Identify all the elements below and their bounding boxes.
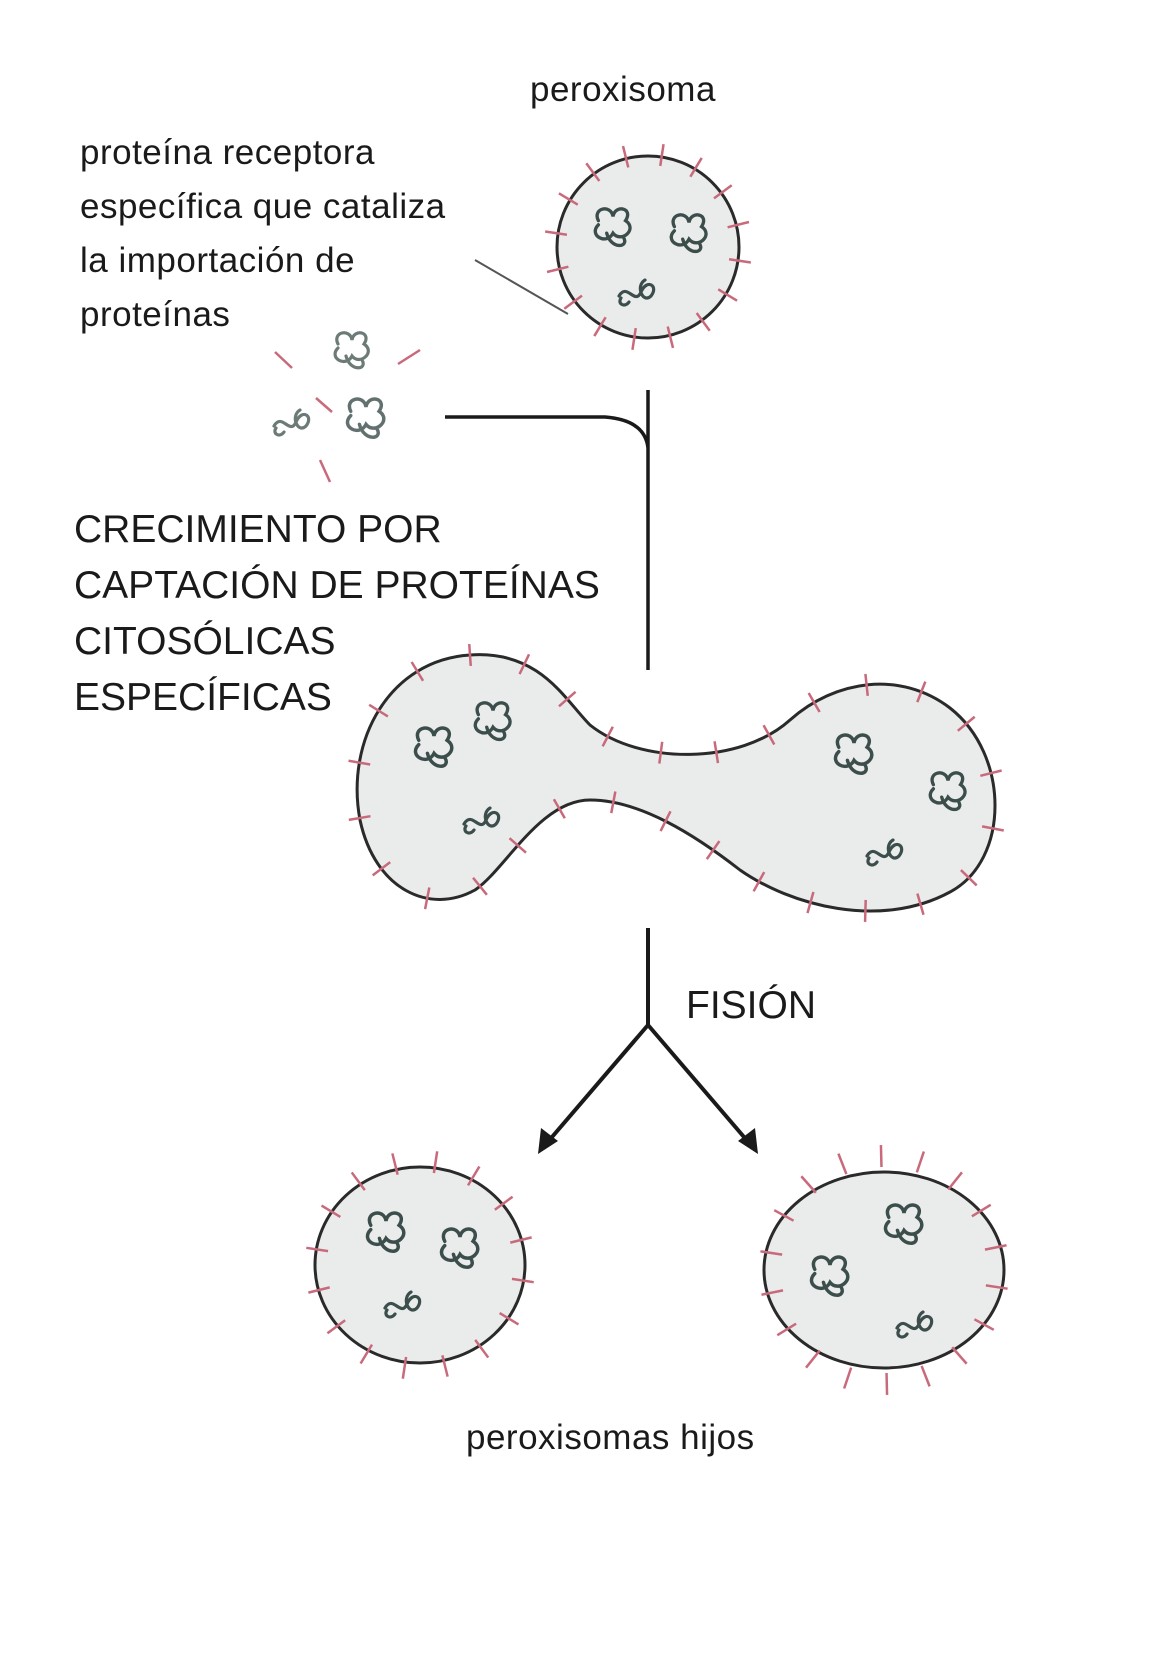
cytosolic-proteins	[274, 333, 420, 482]
receptor-protein	[801, 1176, 816, 1193]
receptor-pointer-line	[475, 260, 568, 314]
receptor-label-line: proteína receptora	[80, 126, 446, 180]
receptor-protein	[398, 350, 420, 364]
receptor-protein	[881, 1145, 882, 1167]
receptor-protein	[316, 398, 332, 412]
receptor-label-line: proteínas	[80, 288, 446, 342]
receptor-protein	[887, 1373, 888, 1395]
receptor-protein	[838, 1154, 846, 1174]
receptor-protein	[917, 1152, 924, 1173]
daughter-peroxisome-right	[760, 1145, 1007, 1395]
receptor-protein	[922, 1366, 930, 1386]
receptor-protein	[275, 352, 292, 368]
receptor-protein	[806, 1351, 820, 1368]
fission-label: FISIÓN	[686, 978, 816, 1034]
receptor-protein	[320, 460, 330, 482]
growth-label-line: CAPTACIÓN DE PROTEÍNAS	[74, 558, 600, 614]
growth-label-line: CRECIMIENTO POR	[74, 502, 600, 558]
protein-coil	[347, 399, 383, 437]
growth-label: CRECIMIENTO POR CAPTACIÓN DE PROTEÍNAS C…	[74, 502, 600, 726]
receptor-protein	[948, 1172, 962, 1189]
protein-coil	[274, 410, 309, 435]
receptor-protein	[952, 1347, 967, 1364]
receptor-protein	[844, 1368, 851, 1389]
daughters-label: peroxisomas hijos	[466, 1418, 755, 1458]
growth-label-line: ESPECÍFICAS	[74, 670, 600, 726]
growth-label-line: CITOSÓLICAS	[74, 614, 600, 670]
peroxisome-top	[545, 144, 751, 350]
receptor-label-line: específica que cataliza	[80, 180, 446, 234]
daughter-peroxisome-left	[306, 1151, 533, 1378]
receptor-protein	[865, 900, 866, 922]
receptor-label: proteína receptora específica que catali…	[80, 126, 446, 342]
peroxisome-label: peroxisoma	[530, 70, 716, 110]
receptor-label-line: la importación de	[80, 234, 446, 288]
fission-arrows	[538, 928, 758, 1154]
